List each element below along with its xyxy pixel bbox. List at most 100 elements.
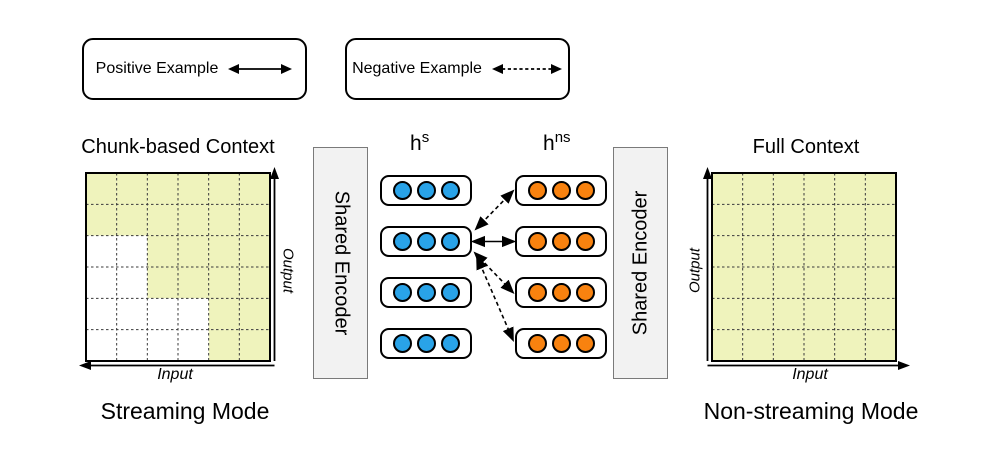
grid-cell-shaded [742,267,774,299]
hns-dot [575,181,595,200]
grid-cell-shaded [239,235,270,267]
grid-cell-shaded [712,298,743,330]
grid-cell-shaded [773,298,804,330]
grid-cell-shaded [712,267,743,299]
left-output-axis-label: Output [279,247,297,294]
hns-dot [527,334,547,353]
grid-cell-shaded [834,235,866,267]
output-axis-arrowhead-icon [270,167,279,179]
hns-dot [575,334,595,353]
right-input-axis-label: Input [792,366,828,383]
shared-encoder-right: Shared Encoder [613,147,668,379]
grid-cell-shaded [834,267,866,299]
grid-cell-shaded [147,204,178,236]
grid-cell-shaded [147,267,178,299]
hs-dot [392,232,412,251]
hns-label: hns [543,129,571,155]
left-panel-title: Chunk-based Context [81,136,275,158]
grid-cell-shaded [865,235,896,267]
grid-cell-shaded [147,173,178,205]
grid-cell-shaded [804,267,835,299]
grid-cell-shaded [208,235,240,267]
hs-embedding-column [380,175,472,359]
hs-dot [416,181,436,200]
hns-dot [551,232,571,251]
grid-cell-empty [116,329,148,361]
hns-dot [575,232,595,251]
grid-cell-shaded [834,173,866,205]
grid-cell-shaded [773,329,804,361]
hs-dot [416,283,436,302]
grid-cell-shaded [239,204,270,236]
negative-example-arrow [476,255,514,342]
hns-vector-row-2 [515,226,607,257]
grid-cell-shaded [773,235,804,267]
grid-cell-shaded [712,329,743,361]
grid-cell-shaded [86,173,117,205]
contrastive-arrows [470,189,517,342]
hns-dot [551,181,571,200]
hns-vector-row-1 [515,175,607,206]
hs-dot [440,283,460,302]
grid-cell-shaded [742,235,774,267]
hs-dot [392,181,412,200]
negative-example-arrow [474,189,515,231]
grid-cell-shaded [834,298,866,330]
grid-cell-shaded [742,298,774,330]
grid-cell-empty [86,267,117,299]
grid-cell-empty [116,235,148,267]
grid-cell-shaded [712,235,743,267]
full-context-grid [703,167,910,370]
right-panel-title: Full Context [752,136,860,158]
grid-cell-shaded [208,298,240,330]
grid-cell-shaded [239,267,270,299]
hns-dot [527,232,547,251]
shared-encoder-right-label: Shared Encoder [629,190,651,336]
hs-dot [416,334,436,353]
hns-dot [551,334,571,353]
input-axis-arrowhead-icon [898,361,910,370]
hs-dot [392,334,412,353]
output-axis-arrowhead-icon [703,167,712,179]
shared-encoder-left-label: Shared Encoder [330,190,352,336]
grid-cell-shaded [865,329,896,361]
grid-cell-empty [86,298,117,330]
grid-cell-shaded [773,173,804,205]
hns-dot [527,181,547,200]
grid-cell-shaded [773,204,804,236]
grid-cell-shaded [239,298,270,330]
hs-dot [440,181,460,200]
hs-vector-row-4 [380,328,472,359]
hs-vector-row-1 [380,175,472,206]
grid-cell-shaded [712,204,743,236]
left-input-axis-label: Input [157,366,193,383]
grid-cell-shaded [804,173,835,205]
hs-dot [416,232,436,251]
hns-embedding-column [515,175,607,359]
grid-border [711,172,897,362]
hns-dot [527,283,547,302]
grid-cell-shaded [86,204,117,236]
hs-dot [392,283,412,302]
shared-encoder-left: Shared Encoder [313,147,368,379]
negative-example-label: Negative Example [352,60,482,77]
grid-cell-shaded [208,267,240,299]
grid-cell-shaded [116,204,148,236]
hs-dot [440,334,460,353]
grid-cell-shaded [239,329,270,361]
hs-vector-row-3 [380,277,472,308]
grid-cell-shaded [742,329,774,361]
grid-cell-empty [147,298,178,330]
grid-cell-shaded [834,329,866,361]
grid-cell-shaded [208,173,240,205]
hns-dot [575,283,595,302]
hs-dot [440,232,460,251]
grid-cell-empty [147,329,178,361]
grid-cell-shaded [116,173,148,205]
grid-cell-shaded [804,235,835,267]
grid-cell-empty [178,329,209,361]
grid-cell-shaded [742,173,774,205]
grid-cell-shaded [865,204,896,236]
grid-cell-shaded [742,204,774,236]
hns-dot [551,283,571,302]
